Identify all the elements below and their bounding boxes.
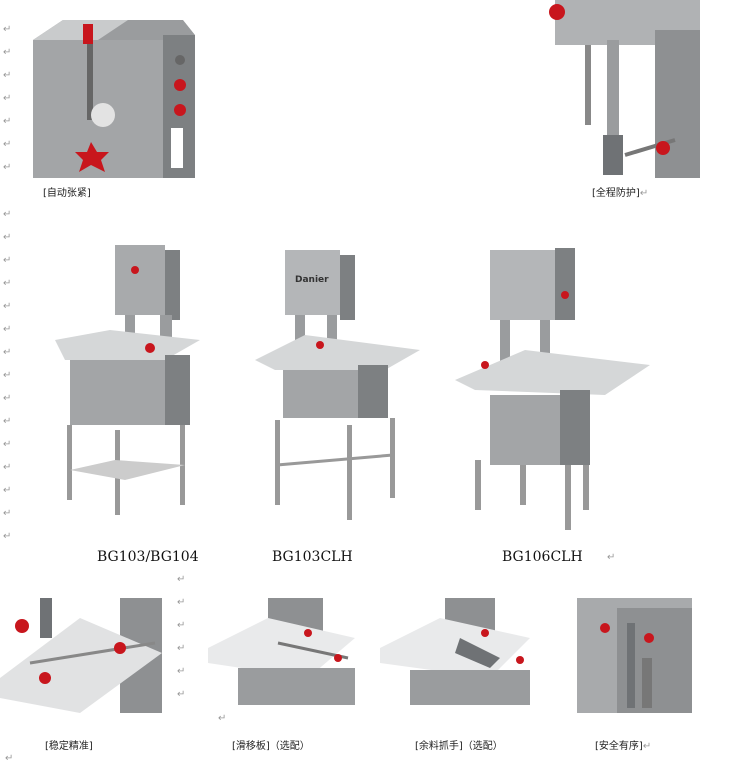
stable-precise-image	[0, 598, 162, 713]
paragraph-mark: ↵	[5, 753, 14, 764]
paragraph-mark: ↵	[3, 301, 12, 312]
paragraph-mark: ↵	[3, 393, 12, 404]
paragraph-mark: ↵	[177, 597, 186, 608]
paragraph-mark: ↵	[3, 116, 12, 127]
caption-full-protection: [全程防护]↵	[592, 184, 648, 199]
paragraph-mark: ↵	[3, 47, 12, 58]
paragraph-mark: ↵	[177, 666, 186, 677]
sliding-plate-image	[208, 598, 355, 705]
paragraph-mark: ↵	[3, 70, 12, 81]
caption-stable-precise: [稳定精准]	[45, 741, 93, 752]
auto-tension-image	[33, 10, 195, 178]
paragraph-mark: ↵	[177, 620, 186, 631]
machine-bg103-bg104-image	[55, 240, 205, 525]
caption-scrap-gripper: [余料抓手]（选配）	[415, 741, 503, 752]
caption-text: [全程防护]	[592, 188, 640, 199]
paragraph-mark: ↵	[3, 439, 12, 450]
paragraph-mark: ↵	[3, 485, 12, 496]
paragraph-mark: ↵	[177, 643, 186, 654]
paragraph-mark: ↵	[3, 255, 12, 266]
safe-orderly-image	[577, 598, 692, 713]
brand-logo: Danier	[295, 275, 329, 285]
caption-auto-tension: [自动张紧]	[43, 188, 91, 199]
paragraph-mark: ↵	[3, 370, 12, 381]
model-label-bg103clh: BG103CLH	[272, 549, 353, 565]
paragraph-mark: ↵	[3, 278, 12, 289]
paragraph-mark: ↵	[3, 232, 12, 243]
paragraph-mark: ↵	[218, 713, 227, 724]
paragraph-mark: ↵	[3, 347, 12, 358]
caption-safe-orderly: [安全有序]↵	[595, 737, 651, 752]
paragraph-mark: ↵	[3, 139, 12, 150]
paragraph-mark: ↵	[3, 531, 12, 542]
caption-sliding-plate: [滑移板]（选配）	[232, 741, 310, 752]
caption-text: [安全有序]	[595, 741, 643, 752]
paragraph-mark: ↵	[177, 574, 186, 585]
model-label-bg103-bg104: BG103/BG104	[97, 549, 199, 565]
machine-bg103clh-image: Danier	[255, 240, 420, 525]
model-label-bg106clh: BG106CLH	[502, 549, 583, 565]
paragraph-mark: ↵	[3, 209, 12, 220]
paragraph-mark: ↵	[639, 188, 649, 199]
scrap-gripper-image	[380, 598, 530, 705]
paragraph-mark: ↵	[3, 416, 12, 427]
paragraph-mark: ↵	[3, 324, 12, 335]
paragraph-mark: ↵	[3, 162, 12, 173]
paragraph-mark: ↵	[642, 741, 652, 752]
full-protection-image	[545, 0, 700, 178]
paragraph-mark: ↵	[3, 93, 12, 104]
paragraph-mark: ↵	[3, 508, 12, 519]
paragraph-mark: ↵	[3, 462, 12, 473]
paragraph-mark: ↵	[3, 24, 12, 35]
paragraph-mark: ↵	[607, 552, 616, 563]
paragraph-mark: ↵	[177, 689, 186, 700]
machine-bg106clh-image	[455, 240, 650, 530]
